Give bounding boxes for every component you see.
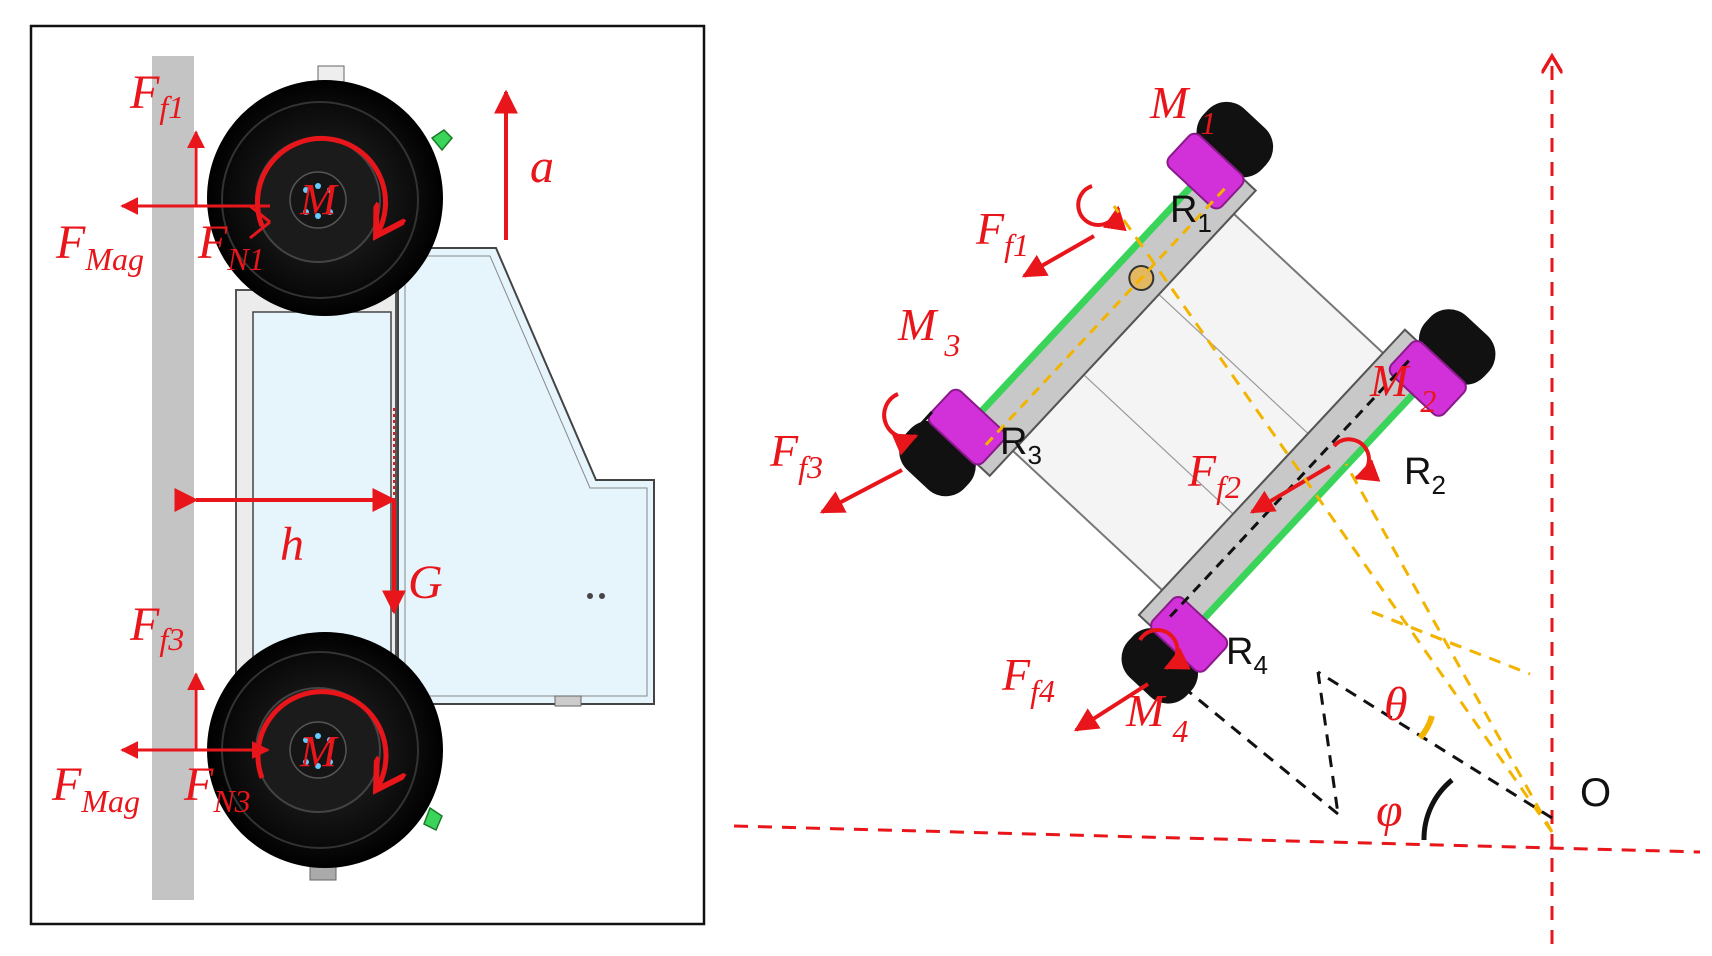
label-g: G [408, 556, 443, 609]
label-r4: R4 [1226, 631, 1268, 680]
chassis-plate [1011, 212, 1385, 592]
label-f-f3: Ff3 [129, 598, 184, 657]
normal-arrow-n1 [249, 204, 271, 224]
label-r2: R2 [1404, 451, 1446, 500]
friction-arrow-1 [1021, 234, 1095, 278]
torque-m2 [1332, 437, 1381, 482]
friction-arrow-4 [1073, 682, 1150, 732]
label-f-f1: Ff1 [129, 66, 184, 125]
label-f-n3: FN3 [183, 758, 251, 819]
label-f-mag-bottom: FMag [51, 758, 140, 819]
label-h: h [280, 518, 304, 571]
x-axis [733, 824, 1701, 854]
label-r1: R1 [1170, 189, 1212, 238]
yellow-radii [1112, 205, 1554, 833]
torque-m4 [1138, 627, 1191, 670]
wheel-4 [1388, 309, 1496, 417]
theta-arc [1417, 715, 1435, 740]
label-f-mag-top: FMag [55, 216, 144, 277]
label-phi: φ [1376, 784, 1403, 837]
friction-arrow-3 [819, 468, 903, 514]
torque-m1 [1076, 184, 1127, 232]
forces-top [120, 89, 518, 240]
left-panel: Ff1 FMag FN1 M a h G Ff3 FMag FN3 M [29, 24, 706, 926]
label-ff3: Ff3 [769, 425, 823, 485]
label-ff1: Ff1 [975, 203, 1029, 263]
wall [152, 56, 194, 900]
torque-arc-bottom [255, 689, 386, 790]
friction-arrow-2 [1249, 464, 1332, 514]
torque-arc-top [255, 135, 386, 236]
forces-bottom [120, 672, 270, 759]
label-f-n1: FN1 [197, 216, 265, 277]
bottom-wheel [207, 632, 443, 868]
label-r3: R3 [1000, 421, 1042, 470]
label-acceleration: a [530, 140, 554, 193]
top-wheel [207, 80, 454, 316]
label-m-bottom: M [299, 727, 339, 776]
black-radii [1159, 666, 1553, 820]
torque-m3 [882, 392, 919, 456]
label-theta: θ [1384, 678, 1408, 731]
robot-top-view [899, 101, 1496, 704]
label-ff2: Ff2 [1187, 445, 1241, 505]
phi-arc [1421, 778, 1454, 841]
label-ff4: Ff4 [1001, 649, 1055, 709]
label-m-top: M [299, 175, 339, 224]
wheel-1 [899, 388, 1006, 497]
label-origin: O [1580, 771, 1611, 815]
